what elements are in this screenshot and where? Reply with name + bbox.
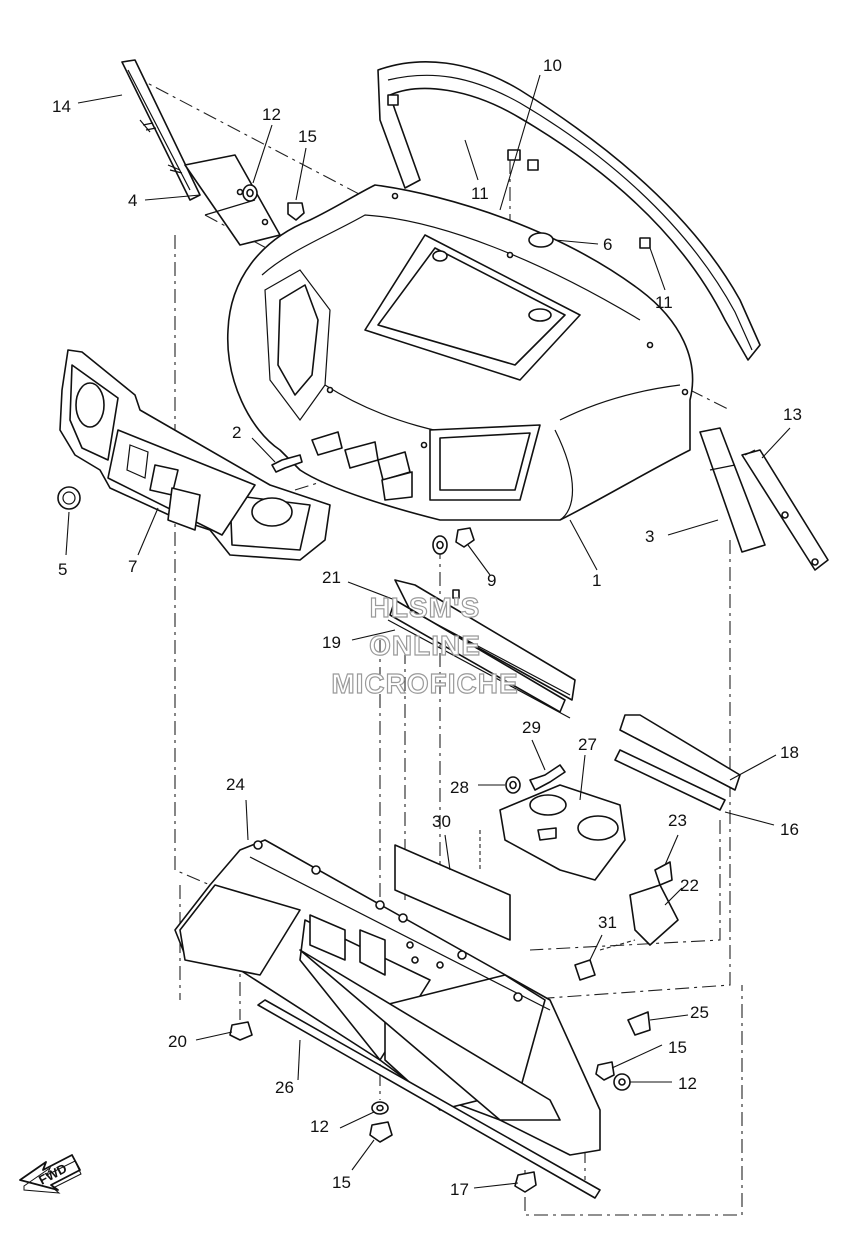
callout-16: 16 (780, 820, 799, 839)
callout-19: 19 (322, 633, 341, 652)
callout-21: 21 (322, 568, 341, 587)
plug-cap (528, 232, 554, 248)
washer-nut-center (432, 527, 475, 599)
callout-18: 18 (780, 743, 799, 762)
callout-1: 1 (592, 571, 601, 590)
callout-28: 28 (450, 778, 469, 797)
forward-arrow-icon: FWD (19, 1154, 82, 1194)
callout-20: 20 (168, 1032, 187, 1051)
callout-17: 17 (450, 1180, 469, 1199)
side-rod (121, 59, 201, 201)
callout-22: 22 (680, 876, 699, 895)
watermark-line-2: ONLINE (369, 630, 481, 661)
callout-12c: 12 (310, 1117, 329, 1136)
callout-9: 9 (487, 571, 496, 590)
callout-15a: 15 (298, 127, 317, 146)
front-grab-rail (377, 61, 761, 361)
callout-14: 14 (52, 97, 71, 116)
watermark-line-1: HLSM'S (370, 592, 481, 623)
lower-dash-panel (174, 839, 601, 1156)
lower-fasteners (229, 1021, 631, 1193)
callout-24: 24 (226, 775, 245, 794)
screw (271, 454, 303, 473)
callout-7: 7 (128, 557, 137, 576)
headlight-bezel (59, 349, 331, 561)
right-side-bracket (699, 427, 766, 553)
upper-lid-assembly (387, 579, 576, 719)
callout-4: 4 (128, 191, 137, 210)
callout-13: 13 (783, 405, 802, 424)
callout-30: 30 (432, 812, 451, 831)
callout-12a: 12 (262, 105, 281, 124)
callout-26: 26 (275, 1078, 294, 1097)
callout-31: 31 (598, 913, 617, 932)
callout-12b: 12 (678, 1074, 697, 1093)
callout-6: 6 (603, 235, 612, 254)
emblem (57, 486, 81, 510)
callout-3: 3 (645, 527, 654, 546)
callout-2: 2 (232, 423, 241, 442)
callout-15b: 15 (668, 1038, 687, 1057)
left-side-bracket (184, 154, 281, 246)
watermark: HLSM'S ONLINE MICROFICHE (331, 591, 519, 699)
callout-5: 5 (58, 560, 67, 579)
right-lid-assembly (614, 714, 741, 811)
clips (574, 861, 679, 1036)
callout-23: 23 (668, 811, 687, 830)
callout-25: 25 (690, 1003, 709, 1022)
leader-lines (65, 74, 791, 1189)
front-panel-body (227, 184, 694, 521)
callout-27: 27 (578, 735, 597, 754)
callout-labels: 1 2 3 4 5 6 7 9 10 11 11 12 12 12 13 14 … (52, 56, 802, 1199)
washer-nut-top-left (242, 184, 305, 221)
cup-holder (499, 784, 626, 881)
lower-trim-strip (257, 999, 601, 1199)
callout-29: 29 (522, 718, 541, 737)
screw-washer-middle (505, 764, 566, 794)
callout-10: 10 (543, 56, 562, 75)
watermark-line-3: MICROFICHE (331, 668, 518, 699)
callout-11b: 11 (655, 293, 673, 312)
label-sheet (394, 844, 511, 941)
right-side-rod (741, 449, 829, 571)
callout-11a: 11 (471, 184, 489, 203)
callout-15c: 15 (332, 1173, 351, 1192)
